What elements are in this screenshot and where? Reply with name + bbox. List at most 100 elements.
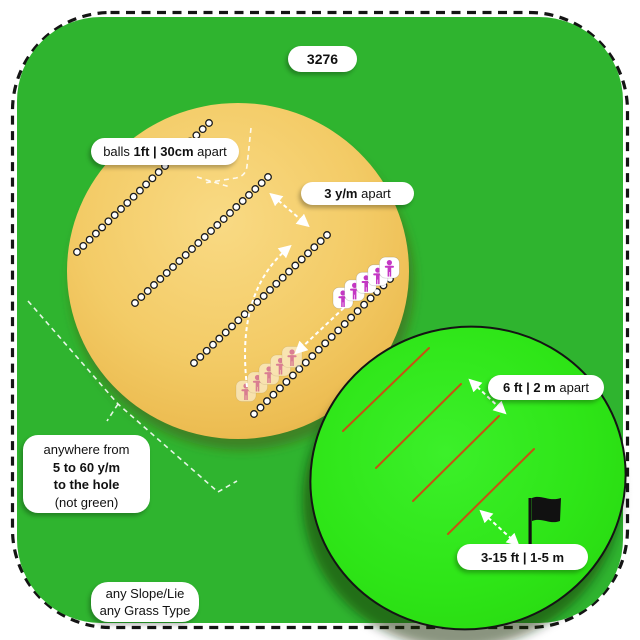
balls-spacing-label: balls 1ft | 30cm apart [91, 138, 239, 165]
golf-ball [347, 313, 356, 322]
golf-ball [310, 243, 319, 252]
drill-number: 3276 [306, 51, 339, 67]
golf-ball [291, 261, 300, 270]
golf-ball [304, 249, 312, 258]
golf-ball [266, 285, 274, 294]
golf-ball [263, 397, 271, 406]
golf-ball [91, 229, 100, 238]
golf-ball [142, 180, 151, 189]
golf-ball [219, 215, 228, 223]
golf-ball [207, 227, 215, 235]
flag-icon [528, 496, 561, 547]
golf-ball [110, 211, 119, 220]
golf-ball [323, 231, 331, 239]
golf-ball [282, 377, 291, 386]
golf-ball [251, 185, 260, 193]
golf-ball [269, 390, 278, 399]
golf-ball [366, 294, 375, 303]
dashed-guide-paths [27, 127, 252, 493]
golfer-icon [281, 346, 303, 368]
golf-ball [175, 257, 184, 265]
golf-ball [143, 287, 152, 295]
row-spacing-label: 3 y/m apart [301, 182, 414, 205]
golf-ball [221, 328, 230, 337]
dashed-arrow [468, 378, 507, 415]
golf-ball [117, 205, 125, 213]
golf-ball [123, 198, 132, 207]
golf-ball [334, 326, 343, 335]
golf-ball [154, 168, 163, 177]
golf-ball [190, 359, 198, 367]
golf-ball [360, 300, 369, 309]
dashed-path [196, 176, 231, 188]
golf-ball [301, 358, 310, 367]
golf-ball [314, 345, 323, 354]
golf-ball [259, 292, 268, 300]
golf-ball [240, 310, 249, 319]
golf-ball [85, 235, 94, 244]
golfer-icon [378, 256, 400, 279]
drill-number-badge: 3276 [288, 46, 357, 72]
golf-ball [135, 186, 144, 195]
golf-ball [98, 223, 107, 232]
golf-ball [228, 322, 236, 331]
dashed-arrow [294, 302, 350, 355]
distance-note-label: anywhere from 5 to 60 y/m to the hole (n… [23, 435, 150, 513]
green-practice-lines [342, 347, 535, 535]
golf-ball [253, 298, 262, 306]
golf-ball [188, 245, 196, 253]
dashed-arrow [479, 509, 520, 547]
golf-ball [205, 119, 213, 127]
golf-ball [285, 267, 293, 276]
dashed-path [27, 300, 238, 493]
golf-ball [297, 255, 306, 264]
practice-line [412, 415, 500, 502]
golf-ball [226, 209, 234, 217]
hole-distance-label: 3-15 ft | 1-5 m [457, 544, 588, 570]
practice-line [447, 448, 535, 535]
golf-ball [194, 239, 203, 247]
dashed-arrow [244, 244, 292, 388]
practice-line [375, 383, 462, 469]
golf-ball [148, 174, 157, 183]
golf-ball [131, 299, 139, 307]
golf-ball [162, 269, 171, 277]
golf-ball [238, 197, 247, 205]
golf-ball [308, 352, 317, 361]
golf-ball [169, 263, 177, 271]
flag-banner [532, 496, 561, 523]
golf-ball [196, 352, 205, 361]
green-line-spacing-label: 6 ft | 2 m apart [488, 375, 604, 400]
dashed-arrow [269, 192, 310, 228]
conditions-label: any Slope/Lie any Grass Type [91, 582, 199, 622]
golf-ball [234, 316, 243, 325]
golf-ball [202, 346, 211, 355]
golf-ball [232, 203, 241, 211]
golf-ball [340, 320, 349, 328]
golf-ball [278, 273, 287, 282]
golf-ball [213, 221, 222, 229]
golf-ball [129, 192, 138, 201]
golf-ball [272, 279, 281, 288]
golf-ball [209, 340, 217, 349]
golf-ball [250, 410, 258, 418]
golf-ball [104, 217, 113, 226]
golf-ball [181, 251, 190, 259]
golf-ball [198, 125, 207, 134]
dashed-path [106, 403, 119, 422]
golf-ball [150, 281, 158, 289]
golf-ball [156, 275, 165, 283]
golf-ball [316, 237, 325, 246]
practice-line [342, 347, 430, 432]
dashed-path [203, 127, 252, 184]
golf-ball [288, 371, 297, 380]
spacing-arrows [244, 192, 520, 547]
flag-pole [528, 498, 532, 547]
golf-ball [200, 233, 209, 241]
golf-ball [79, 241, 88, 250]
golf-ball [137, 293, 146, 301]
boundary-dashed-border [10, 10, 630, 630]
golf-ball [321, 339, 330, 348]
golf-ball [275, 384, 284, 393]
